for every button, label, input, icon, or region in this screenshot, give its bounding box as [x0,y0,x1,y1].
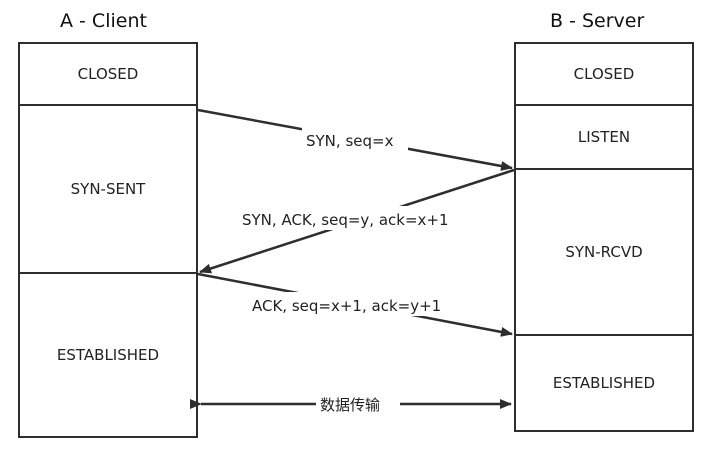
server-state-syn-rcvd: SYN-RCVD [514,168,694,336]
ack-label: ACK, seq=x+1, ack=y+1 [252,297,441,315]
server-state-closed: CLOSED [514,42,694,106]
server-state-closed-label: CLOSED [573,65,635,83]
data-transfer-label: 数据传输 [320,396,380,414]
syn-label-bg [302,128,408,152]
client-title: A - Client [60,10,147,32]
server-state-established-label: ESTABLISHED [552,374,656,392]
client-state-syn-sent-label: SYN-SENT [70,180,146,198]
client-state-established-label: ESTABLISHED [56,346,160,364]
server-state-syn-rcvd-label: SYN-RCVD [565,243,643,261]
client-state-closed: CLOSED [18,42,198,106]
server-state-listen: LISTEN [514,104,694,170]
server-state-listen-label: LISTEN [577,128,631,146]
syn-ack-label-bg [238,206,476,230]
data-transfer-label-bg [316,393,400,415]
ack-label-bg [248,292,470,316]
server-state-established: ESTABLISHED [514,334,694,432]
client-state-syn-sent: SYN-SENT [18,104,198,274]
syn-label: SYN, seq=x [306,132,394,150]
syn-ack-label: SYN, ACK, seq=y, ack=x+1 [242,211,449,229]
client-state-closed-label: CLOSED [77,65,139,83]
client-state-established: ESTABLISHED [18,272,198,438]
server-title: B - Server [550,10,645,32]
